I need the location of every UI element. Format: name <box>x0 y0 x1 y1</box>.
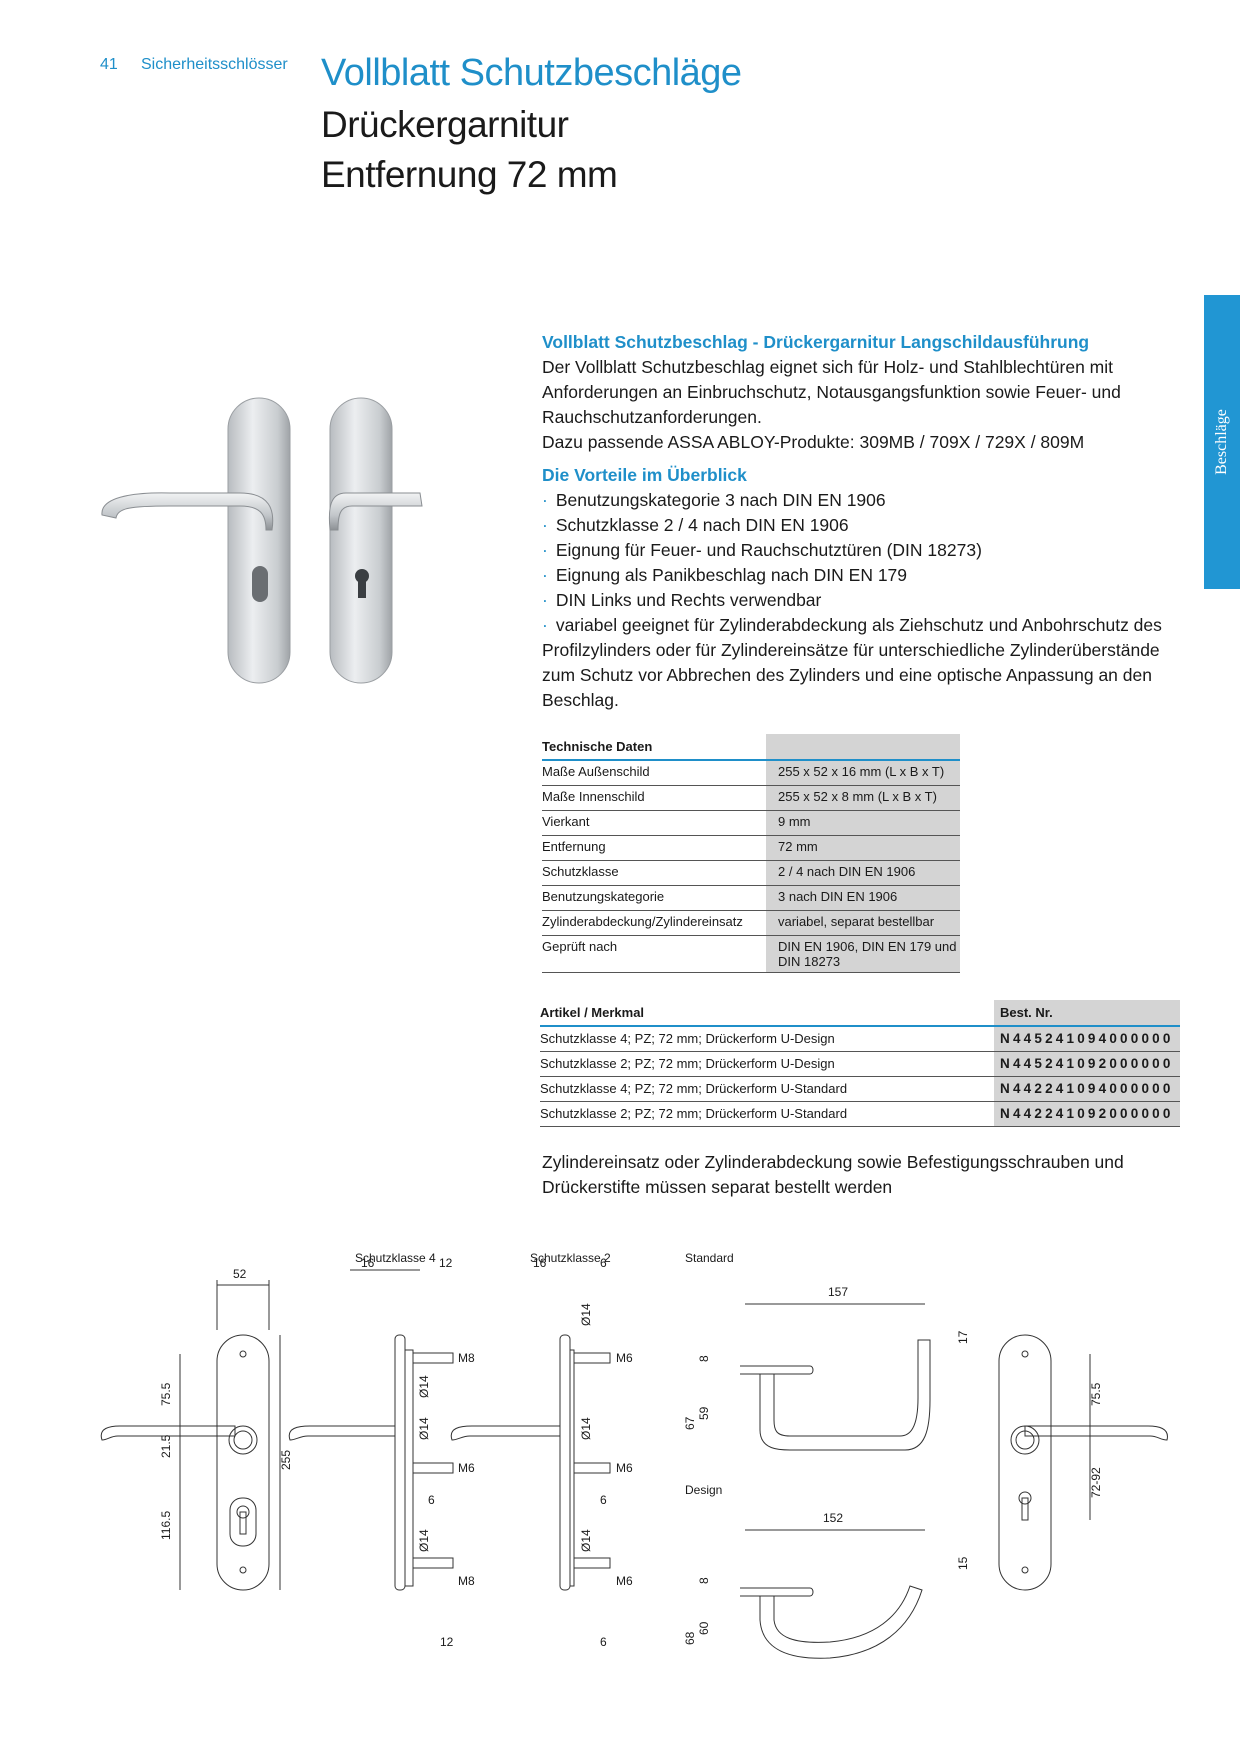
svg-text:16: 16 <box>533 1256 547 1270</box>
intro-paragraph: Der Vollblatt Schutzbeschlag eignet sich… <box>542 357 1121 427</box>
label-schutzklasse-2: Schutzklasse 2 <box>530 1251 611 1265</box>
svg-text:Ø14: Ø14 <box>417 1529 431 1552</box>
svg-text:75.5: 75.5 <box>1089 1382 1103 1406</box>
side-tab-label: Beschläge <box>1213 409 1230 475</box>
list-item: Eignung für Feuer- und Rauchschutztüren … <box>542 538 1162 563</box>
intro-heading: Vollblatt Schutzbeschlag - Drückergarnit… <box>542 332 1090 352</box>
svg-text:68: 68 <box>683 1631 697 1645</box>
list-item: variabel geeignet für Zylinderabdeckung … <box>542 613 1162 713</box>
intro-products: Dazu passende ASSA ABLOY-Produkte: 309MB… <box>542 432 1085 452</box>
svg-text:6: 6 <box>428 1493 435 1507</box>
table-row: Schutzklasse 4; PZ; 72 mm; Drückerform U… <box>540 1026 1180 1052</box>
advantages-heading: Die Vorteile im Überblick <box>542 465 747 485</box>
svg-text:17: 17 <box>956 1330 970 1344</box>
svg-text:M8: M8 <box>458 1574 475 1588</box>
svg-text:21.5: 21.5 <box>159 1434 173 1458</box>
svg-text:M6: M6 <box>458 1461 475 1475</box>
svg-text:6: 6 <box>600 1256 607 1270</box>
list-item: Benutzungskategorie 3 nach DIN EN 1906 <box>542 488 1162 513</box>
svg-text:157: 157 <box>828 1285 848 1299</box>
svg-text:M6: M6 <box>616 1461 633 1475</box>
label-design: Design <box>685 1483 722 1497</box>
svg-text:Ø14: Ø14 <box>579 1417 593 1440</box>
label-schutzklasse-4: Schutzklasse 4 <box>355 1251 436 1265</box>
svg-text:152: 152 <box>823 1511 843 1525</box>
page-title: Vollblatt Schutzbeschläge <box>321 52 742 94</box>
svg-text:12: 12 <box>439 1256 453 1270</box>
article-col-feature: Artikel / Merkmal <box>540 1000 994 1027</box>
svg-text:75.5: 75.5 <box>159 1382 173 1406</box>
svg-text:72-92: 72-92 <box>1089 1467 1103 1498</box>
svg-text:12: 12 <box>440 1635 454 1649</box>
page-number: 41 <box>100 56 118 73</box>
svg-text:M6: M6 <box>616 1351 633 1365</box>
tech-data-heading: Technische Daten <box>542 734 766 761</box>
order-note: Zylindereinsatz oder Zylinderabdeckung s… <box>542 1152 1124 1197</box>
advantages-list: Benutzungskategorie 3 nach DIN EN 1906 S… <box>542 488 1162 713</box>
table-row: Schutzklasse 2; PZ; 72 mm; Drückerform U… <box>540 1051 1180 1077</box>
section-label: Sicherheitsschlösser <box>141 56 288 73</box>
list-item: DIN Links und Rechts verwendbar <box>542 588 1162 613</box>
svg-text:59: 59 <box>697 1406 711 1420</box>
svg-text:15: 15 <box>956 1556 970 1570</box>
svg-text:8: 8 <box>697 1577 711 1584</box>
section-side-tab[interactable]: Beschläge <box>1204 295 1240 589</box>
svg-text:255: 255 <box>279 1450 293 1470</box>
svg-text:6: 6 <box>600 1493 607 1507</box>
svg-text:Ø14: Ø14 <box>417 1417 431 1440</box>
intro-content: Vollblatt Schutzbeschlag - Drückergarnit… <box>542 330 1162 713</box>
table-row: Schutzklasse 2; PZ; 72 mm; Drückerform U… <box>540 1101 1180 1127</box>
article-col-number: Best. Nr. <box>994 1000 1180 1027</box>
svg-text:6: 6 <box>600 1635 607 1649</box>
svg-text:67: 67 <box>683 1416 697 1430</box>
product-image <box>101 397 423 684</box>
svg-text:8: 8 <box>697 1355 711 1362</box>
table-row: Schutzklasse 4; PZ; 72 mm; Drückerform U… <box>540 1076 1180 1102</box>
svg-text:16: 16 <box>361 1256 375 1270</box>
page-subtitle-line-2: Entfernung 72 mm <box>321 154 618 195</box>
label-standard: Standard <box>685 1251 734 1265</box>
svg-text:60: 60 <box>697 1621 711 1635</box>
svg-text:M8: M8 <box>458 1351 475 1365</box>
page-subtitle-line-1: Drückergarnitur <box>321 104 569 145</box>
svg-text:116.5: 116.5 <box>159 1511 173 1540</box>
list-item: Schutzklasse 2 / 4 nach DIN EN 1906 <box>542 513 1162 538</box>
svg-text:Ø14: Ø14 <box>417 1375 431 1398</box>
svg-text:52: 52 <box>233 1267 247 1281</box>
svg-text:Ø14: Ø14 <box>579 1303 593 1326</box>
svg-text:Ø14: Ø14 <box>579 1529 593 1552</box>
technical-drawing: Schutzklasse 4 Schutzklasse 2 Standard D… <box>100 1251 1168 1659</box>
list-item: Eignung als Panikbeschlag nach DIN EN 17… <box>542 563 1162 588</box>
svg-text:M6: M6 <box>616 1574 633 1588</box>
